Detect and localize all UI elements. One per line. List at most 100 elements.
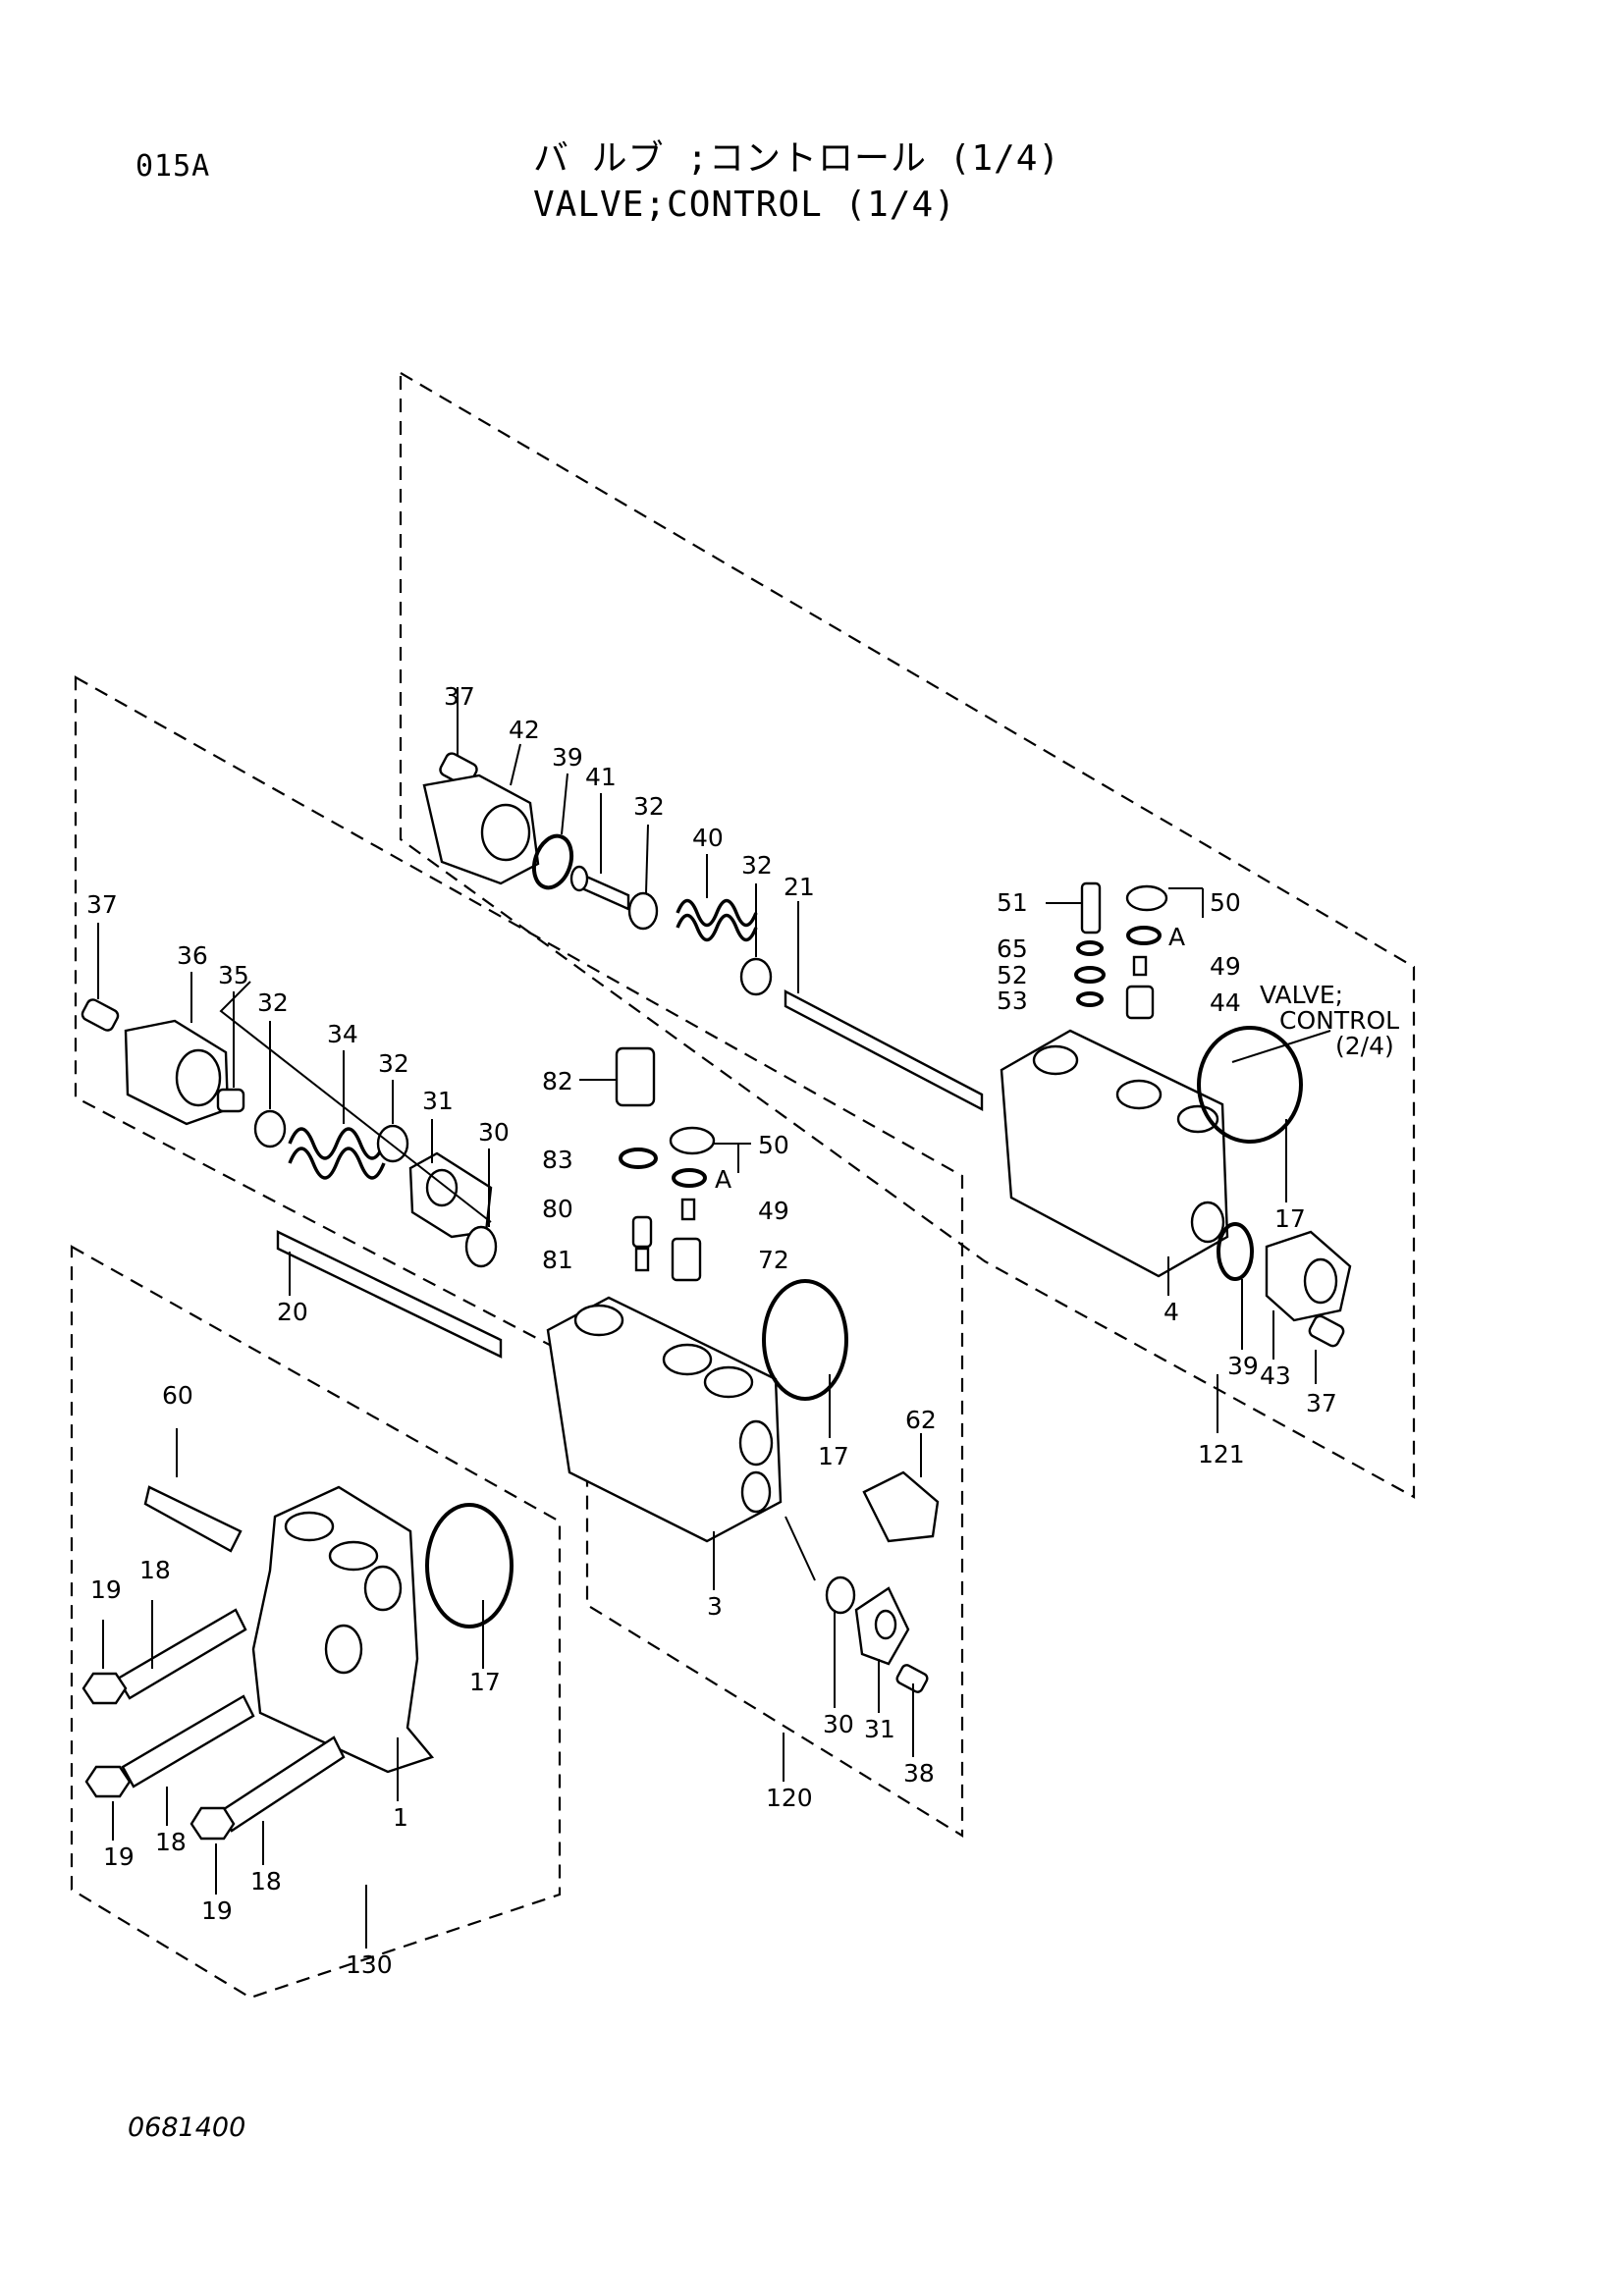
part-82-plug [579, 1046, 656, 1107]
cross-ref-line2: CONTROL [1279, 1006, 1399, 1035]
part-50-oring-a [1126, 926, 1162, 945]
part-53-oring [1076, 991, 1104, 1007]
callout-41: 41 [585, 763, 617, 791]
callout-36: 36 [177, 941, 208, 970]
part-37-bolt-right [1308, 1314, 1345, 1384]
callout-62: 62 [905, 1406, 937, 1434]
part-20-spool [219, 981, 503, 1359]
callout-37: 37 [86, 890, 118, 919]
callout-51: 51 [997, 888, 1028, 917]
part-50-plug-a [1125, 884, 1204, 918]
callout-32: 32 [378, 1049, 409, 1078]
callout-18: 18 [139, 1556, 171, 1584]
part-31-plate-mid [854, 1586, 910, 1713]
callout-49: 49 [758, 1197, 789, 1225]
part-65-oring [1076, 940, 1104, 956]
boundary-130 [70, 1245, 562, 2000]
callout-130: 130 [346, 1950, 393, 1979]
part-34-spring [288, 1050, 386, 1180]
part-44-poppet [1125, 985, 1155, 1020]
callout-72: 72 [758, 1246, 789, 1274]
part-32-washer-left-b [376, 1080, 409, 1163]
part-17-oring-lower [425, 1503, 514, 1629]
part-36-cover-left [124, 972, 230, 1126]
part-51-plug [1046, 881, 1102, 934]
callout-34: 34 [327, 1020, 358, 1048]
callout-50: 50 [758, 1131, 789, 1159]
callout-32: 32 [633, 792, 665, 821]
part-21-spool [784, 901, 984, 1111]
part-39-oring-upper [531, 773, 574, 890]
part-81-spring [634, 1247, 650, 1272]
title-japanese: バ ルブ ;コントロール (1/4) [533, 138, 1061, 179]
part-49-spring-upper [1132, 955, 1148, 977]
part-37-bolt-left [81, 923, 120, 1032]
callout-38: 38 [903, 1759, 935, 1788]
part-18-stud-a [116, 1600, 247, 1700]
callout-a-mid: A [715, 1165, 731, 1194]
callout-43: 43 [1260, 1362, 1291, 1390]
part-17-oring-mid [762, 1279, 848, 1401]
callout-37: 37 [1306, 1389, 1337, 1417]
part-35-plug [216, 991, 245, 1113]
part-30-seal-left [464, 1148, 498, 1268]
callout-81: 81 [542, 1246, 573, 1274]
callout-4: 4 [1163, 1298, 1179, 1326]
callout-39: 39 [552, 743, 583, 772]
part-19-nut-c [189, 1806, 236, 1841]
part-32-washer-upper-a [627, 824, 659, 931]
page-code: 015A [135, 149, 211, 184]
callout-19: 19 [201, 1896, 233, 1925]
part-19-nut-b [84, 1765, 132, 1798]
leader-valve-control-ref [1231, 1030, 1331, 1063]
part-40-spring [676, 854, 758, 942]
callout-19: 19 [90, 1575, 122, 1604]
part-38-bolt [895, 1664, 929, 1757]
callout-53: 53 [997, 987, 1028, 1015]
callout-83: 83 [542, 1146, 573, 1174]
part-18-stud-c [219, 1735, 346, 1865]
boundary-120 [74, 675, 964, 1838]
cross-ref-line3: (2/4) [1335, 1032, 1394, 1060]
title-english: VALVE;CONTROL (1/4) [533, 185, 956, 225]
cross-ref-line1: VALVE; [1260, 981, 1343, 1009]
callout-17: 17 [469, 1668, 501, 1696]
callout-17: 17 [1274, 1204, 1306, 1233]
callout-18: 18 [155, 1828, 187, 1856]
callout-32: 32 [741, 851, 773, 880]
callout-30: 30 [478, 1118, 510, 1147]
callout-50: 50 [1210, 888, 1241, 917]
part-19-nut-a [81, 1672, 128, 1705]
boundary-121 [399, 371, 1416, 1499]
part-60-valve [143, 1428, 243, 1553]
callout-35: 35 [218, 961, 249, 989]
callout-31: 31 [864, 1715, 895, 1743]
callout-80: 80 [542, 1195, 573, 1223]
callout-39: 39 [1227, 1352, 1259, 1380]
document-number: 0681400 [128, 2112, 246, 2143]
callout-60: 60 [162, 1381, 193, 1410]
callout-52: 52 [997, 961, 1028, 989]
part-32-washer-left-a [253, 1021, 287, 1148]
callout-37: 37 [444, 682, 475, 711]
part-30-seal-mid [784, 1516, 856, 1708]
part-83-oring [619, 1148, 658, 1169]
part-18-stud-b [121, 1694, 255, 1826]
part-42-cover [422, 743, 540, 885]
callout-3: 3 [707, 1592, 723, 1621]
callout-65: 65 [997, 934, 1028, 963]
callout-120: 120 [766, 1784, 813, 1812]
part-4-valve-body [1000, 1029, 1229, 1296]
part-52-oring [1074, 966, 1106, 984]
part-62-relief-valve [862, 1433, 940, 1543]
part-72-poppet [671, 1237, 702, 1282]
callout-44: 44 [1210, 988, 1241, 1017]
part-17-oring-upper [1197, 1026, 1303, 1144]
callout-42: 42 [509, 716, 540, 744]
callout-30: 30 [823, 1710, 854, 1738]
callout-32: 32 [257, 988, 289, 1017]
callout-20: 20 [277, 1298, 308, 1326]
callout-19: 19 [103, 1842, 135, 1871]
callout-49: 49 [1210, 952, 1241, 981]
